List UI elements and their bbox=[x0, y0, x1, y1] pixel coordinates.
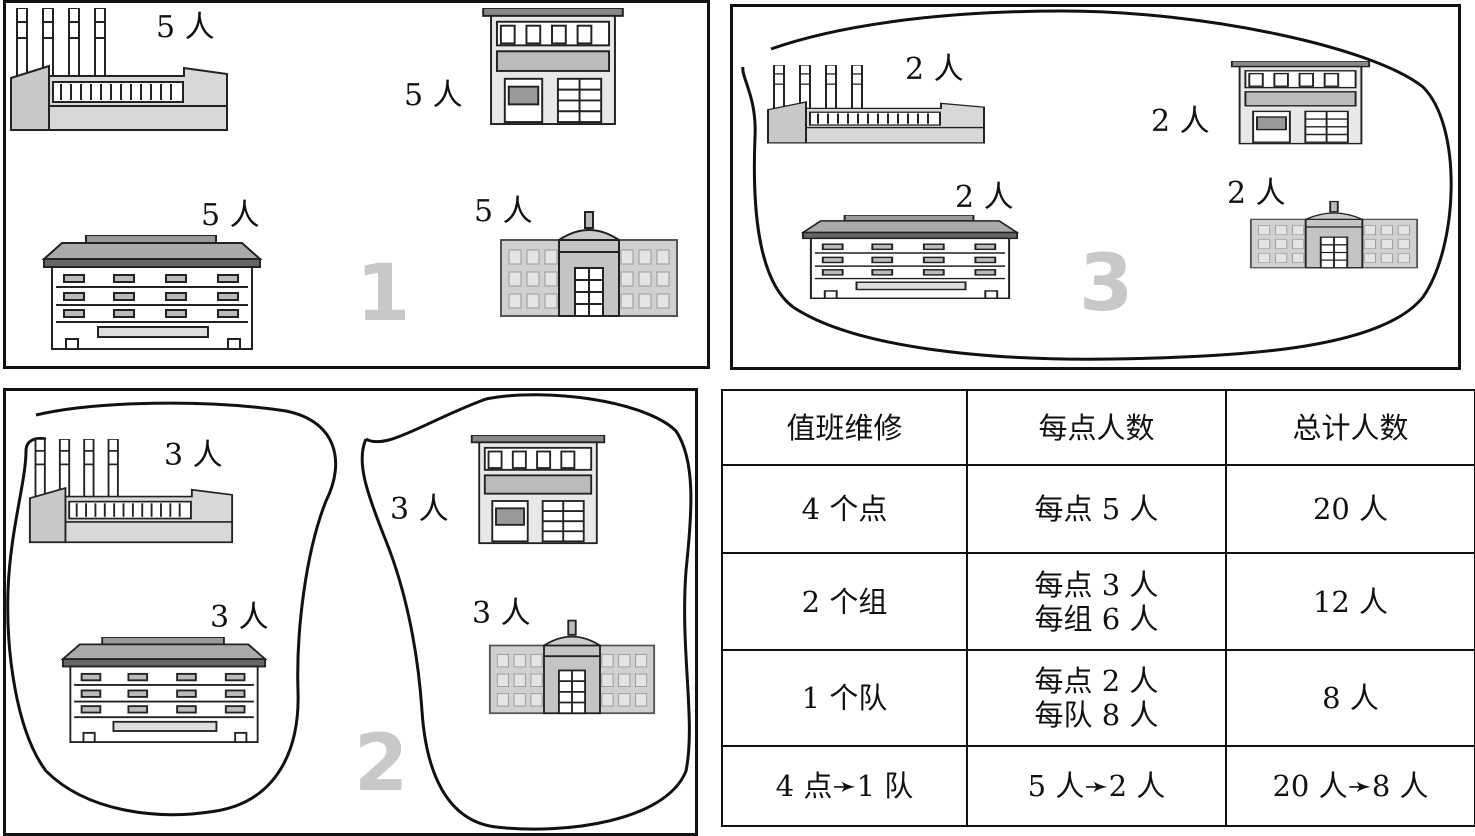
table-row: 2 个组 每点 3 人 每组 6 人 12 人 bbox=[722, 553, 1475, 650]
table-row: 4 个点 每点 5 人 20 人 bbox=[722, 465, 1475, 553]
table-cell: 8 人 bbox=[1226, 650, 1475, 746]
label-factory: 2 人 bbox=[905, 55, 964, 85]
table-header: 总计人数 bbox=[1226, 390, 1475, 465]
fire-station-icon bbox=[468, 435, 608, 545]
label-fire-station: 3 人 bbox=[390, 495, 449, 525]
label-fire-station: 2 人 bbox=[1151, 107, 1210, 137]
table-cell: 每点 2 人 每队 8 人 bbox=[967, 650, 1226, 746]
table-cell: 1 个队 bbox=[722, 650, 967, 746]
table-cell: 2 个组 bbox=[722, 553, 967, 650]
label-factory: 3 人 bbox=[164, 441, 223, 471]
cell-line: 每点 2 人 bbox=[968, 664, 1225, 698]
fire-station-icon bbox=[478, 8, 628, 126]
table-cell: 5 人➛2 人 bbox=[967, 746, 1226, 826]
domed-hall-icon bbox=[488, 617, 656, 715]
cell-line: 5 人➛2 人 bbox=[968, 769, 1225, 803]
school-building-icon bbox=[61, 637, 267, 743]
cell-line: 每点 3 人 bbox=[968, 568, 1225, 602]
staffing-table: 值班维修 每点人数 总计人数 4 个点 每点 5 人 20 人 2 个组 每点 … bbox=[721, 389, 1475, 827]
panel-number: 3 bbox=[1079, 245, 1133, 323]
label-hall: 2 人 bbox=[1227, 179, 1286, 209]
table-row: 1 个队 每点 2 人 每队 8 人 8 人 bbox=[722, 650, 1475, 746]
label-factory: 5 人 bbox=[156, 13, 215, 43]
cell-line: 每组 6 人 bbox=[968, 602, 1225, 636]
cell-line: 每队 8 人 bbox=[968, 698, 1225, 732]
label-school: 5 人 bbox=[201, 201, 260, 231]
panel-1: 5 人 5 人 5 人 5 人 1 bbox=[3, 0, 710, 369]
panel-2: 3 人 3 人 3 人 3 人 2 bbox=[3, 388, 698, 836]
table-cell: 20 人 bbox=[1226, 465, 1475, 553]
table-header-row: 值班维修 每点人数 总计人数 bbox=[722, 390, 1475, 465]
label-hall: 3 人 bbox=[472, 599, 531, 629]
label-hall: 5 人 bbox=[474, 197, 533, 227]
cell-line: 每点 5 人 bbox=[968, 492, 1225, 526]
table-cell: 每点 5 人 bbox=[967, 465, 1226, 553]
panel-3: 2 人 2 人 2 人 2 人 3 bbox=[730, 4, 1461, 370]
table-header: 值班维修 bbox=[722, 390, 967, 465]
panel-number: 1 bbox=[356, 255, 410, 333]
school-building-icon bbox=[42, 235, 262, 350]
table-cell: 4 点➛1 队 bbox=[722, 746, 967, 826]
table-cell: 12 人 bbox=[1226, 553, 1475, 650]
panel-number: 2 bbox=[354, 725, 408, 803]
school-building-icon bbox=[801, 215, 1019, 299]
label-school: 3 人 bbox=[210, 603, 269, 633]
table-cell: 20 人➛8 人 bbox=[1226, 746, 1475, 826]
label-school: 2 人 bbox=[955, 183, 1014, 213]
table-cell: 每点 3 人 每组 6 人 bbox=[967, 553, 1226, 650]
table-cell: 4 个点 bbox=[722, 465, 967, 553]
label-fire-station: 5 人 bbox=[404, 81, 463, 111]
table-header: 每点人数 bbox=[967, 390, 1226, 465]
table-row: 4 点➛1 队 5 人➛2 人 20 人➛8 人 bbox=[722, 746, 1475, 826]
fire-station-icon bbox=[1228, 61, 1373, 145]
